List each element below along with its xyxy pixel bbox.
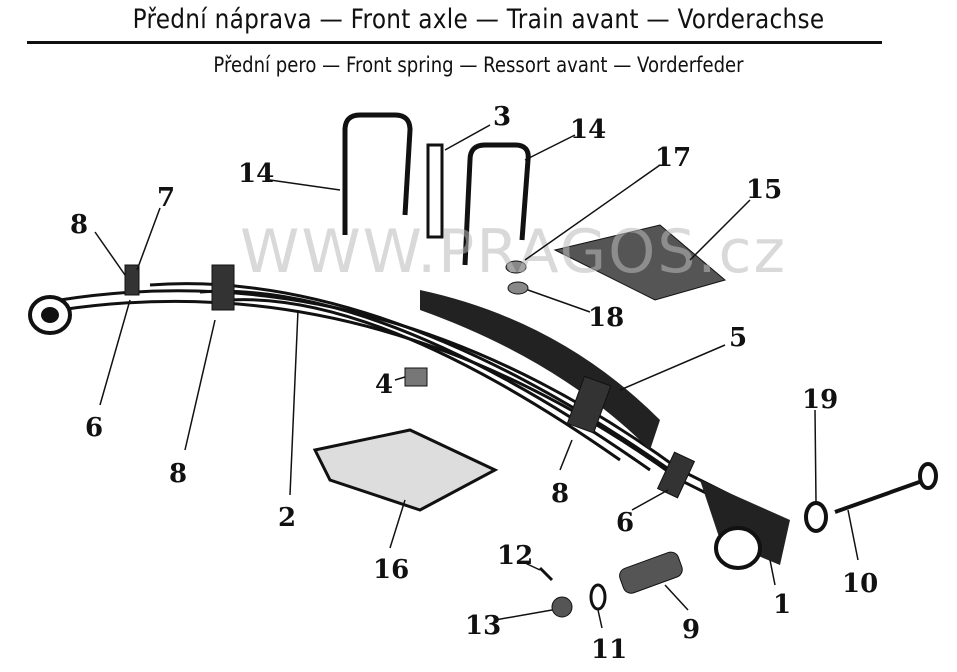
spring-clips: [124, 264, 696, 499]
nut: [507, 281, 529, 295]
callout-6: 6: [85, 413, 103, 443]
callout-16: 16: [373, 555, 409, 585]
callout-10: 10: [842, 569, 878, 599]
callout-18: 18: [588, 303, 624, 333]
page-title: Přední náprava — Front axle — Train avan…: [132, 4, 825, 35]
leader-lines: [94, 124, 859, 629]
callout-11: 11: [591, 635, 627, 665]
callout-1: 1: [773, 590, 791, 620]
spring-eye-right: [700, 480, 790, 570]
callout-13: 13: [465, 611, 501, 641]
spring-pad-plate: [553, 224, 727, 301]
washer: [804, 501, 828, 533]
callout-12: 12: [497, 541, 533, 571]
bushing: [619, 551, 683, 594]
castle-nut: [551, 596, 573, 618]
callout-5: 5: [729, 323, 747, 353]
callout-17: 17: [655, 143, 691, 173]
callout-19: 19: [802, 385, 838, 415]
callout-8: 8: [169, 459, 187, 489]
washer-small: [589, 583, 607, 611]
watermark: WWW.PRAGOS.cz: [240, 217, 787, 287]
spring-eye-left: [28, 295, 72, 335]
callout-4: 4: [375, 370, 393, 400]
cotter-pin: [538, 566, 554, 582]
callout-7: 7: [157, 183, 175, 213]
callout-8: 8: [70, 210, 88, 240]
u-bolts: [342, 112, 531, 266]
spring-center-leaves: [420, 290, 660, 450]
callout-14: 14: [570, 115, 606, 145]
spring-seat-plate: [312, 428, 499, 512]
callout-9: 9: [682, 615, 700, 645]
callout-6: 6: [616, 508, 634, 538]
callout-15: 15: [746, 175, 782, 205]
callout-14: 14: [238, 159, 274, 189]
center-bolt: [426, 143, 444, 239]
page-subtitle: Přední pero — Front spring — Ressort ava…: [213, 53, 744, 77]
shackle-bolt: [834, 462, 938, 514]
title-divider: [27, 41, 882, 44]
callout-2: 2: [278, 503, 296, 533]
nut: [505, 260, 527, 274]
callout-8: 8: [551, 479, 569, 509]
spacer: [404, 367, 428, 387]
callout-3: 3: [493, 102, 511, 132]
